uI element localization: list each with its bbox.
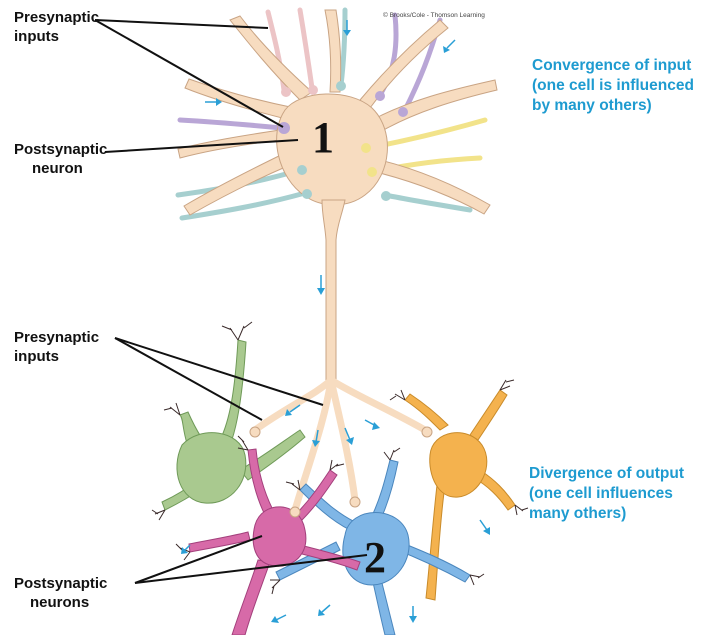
postsynaptic-neurons-label: Postsynaptic neurons: [14, 574, 107, 612]
convergence-caption-line-3: by many others): [532, 96, 694, 116]
copyright-credit: © Brooks/Cole - Thomson Learning: [383, 12, 485, 19]
divergence-caption-line-1: Divergence of output: [529, 464, 684, 484]
postsynaptic-neuron-1: [178, 10, 497, 385]
divergence-caption-line-2: (one cell influences: [529, 484, 684, 504]
presynaptic-inputs-top-line-1: Presynaptic: [14, 8, 99, 27]
postsynaptic-neuron-label: Postsynaptic neuron: [14, 140, 107, 178]
divergence-caption: Divergence of output (one cell influence…: [529, 464, 684, 524]
presynaptic-inputs-top-label: Presynaptic inputs: [14, 8, 99, 46]
postsynaptic-neuron-line-1: Postsynaptic: [14, 140, 107, 159]
convergence-caption-line-1: Convergence of input: [532, 56, 694, 76]
marker-1: 1: [312, 116, 334, 160]
postsynaptic-neurons-line-2: neurons: [14, 593, 107, 612]
convergence-caption-line-2: (one cell is influenced: [532, 76, 694, 96]
postsynaptic-neuron-line-2: neuron: [14, 159, 107, 178]
marker-2: 2: [364, 536, 386, 580]
green-neuron: [162, 340, 305, 510]
orange-neuron: [405, 390, 515, 600]
postsynaptic-neurons-line-1: Postsynaptic: [14, 574, 107, 593]
presynaptic-inputs-bottom-line-2: inputs: [14, 347, 99, 366]
divergence-caption-line-3: many others): [529, 504, 684, 524]
presynaptic-inputs-bottom-line-1: Presynaptic: [14, 328, 99, 347]
presynaptic-inputs-bottom-label: Presynaptic inputs: [14, 328, 99, 366]
convergence-caption: Convergence of input (one cell is influe…: [532, 56, 694, 116]
presynaptic-inputs-top-line-2: inputs: [14, 27, 99, 46]
